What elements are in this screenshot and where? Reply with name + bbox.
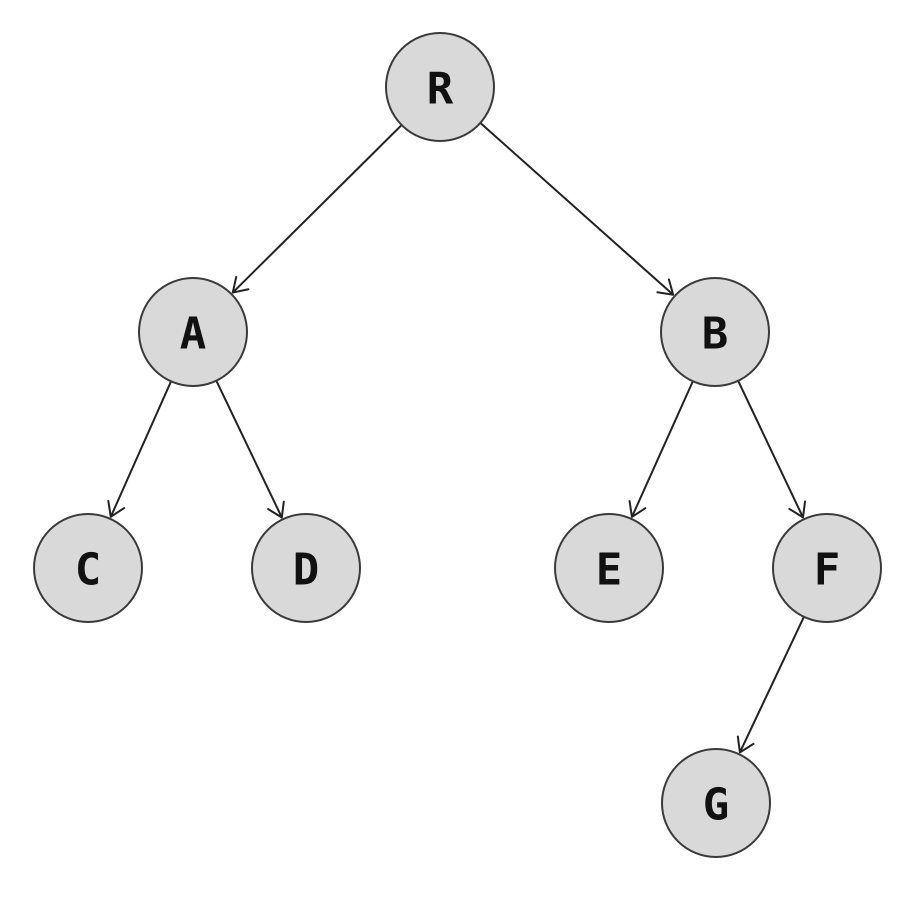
node-R: R bbox=[385, 32, 495, 142]
edge-B-E bbox=[628, 380, 694, 518]
node-circle bbox=[660, 277, 770, 387]
node-circle bbox=[251, 513, 361, 623]
arrowhead-icon bbox=[788, 500, 807, 519]
node-label: B bbox=[702, 309, 729, 360]
arrowhead-icon bbox=[267, 500, 285, 519]
edge-R-A bbox=[231, 124, 403, 294]
node-circle bbox=[661, 748, 771, 858]
node-C: C bbox=[33, 513, 143, 623]
edge-line bbox=[215, 380, 283, 518]
node-F: F bbox=[772, 513, 882, 623]
node-G: G bbox=[661, 748, 771, 858]
node-circle bbox=[554, 513, 664, 623]
node-circle bbox=[385, 32, 495, 142]
node-circle bbox=[33, 513, 143, 623]
arrowhead-icon bbox=[736, 735, 755, 754]
edges-layer bbox=[107, 122, 807, 754]
node-A: A bbox=[138, 277, 248, 387]
edge-line bbox=[737, 380, 804, 518]
node-label: D bbox=[293, 545, 320, 596]
node-circle bbox=[138, 277, 248, 387]
node-label: A bbox=[180, 309, 207, 360]
node-label: R bbox=[427, 64, 454, 115]
edge-A-C bbox=[107, 380, 172, 518]
node-D: D bbox=[251, 513, 361, 623]
node-label: G bbox=[703, 780, 730, 831]
node-B: B bbox=[660, 277, 770, 387]
node-label: F bbox=[814, 545, 841, 596]
edge-line bbox=[479, 122, 674, 296]
edge-line bbox=[232, 124, 403, 294]
edge-line bbox=[109, 380, 172, 518]
node-E: E bbox=[554, 513, 664, 623]
node-circle bbox=[772, 513, 882, 623]
nodes-layer: R A B C D E F G bbox=[33, 32, 882, 858]
arrowhead-icon bbox=[107, 500, 126, 518]
edge-A-D bbox=[215, 380, 285, 519]
node-label: E bbox=[596, 545, 623, 596]
node-label: C bbox=[75, 545, 102, 596]
arrowhead-icon bbox=[656, 278, 675, 296]
edge-line bbox=[631, 380, 694, 518]
edge-R-B bbox=[479, 122, 675, 296]
edge-line bbox=[739, 616, 805, 753]
arrowhead-icon bbox=[628, 500, 647, 518]
edge-F-G bbox=[736, 616, 805, 754]
edge-B-F bbox=[737, 380, 807, 519]
arrowhead-icon bbox=[231, 275, 250, 294]
